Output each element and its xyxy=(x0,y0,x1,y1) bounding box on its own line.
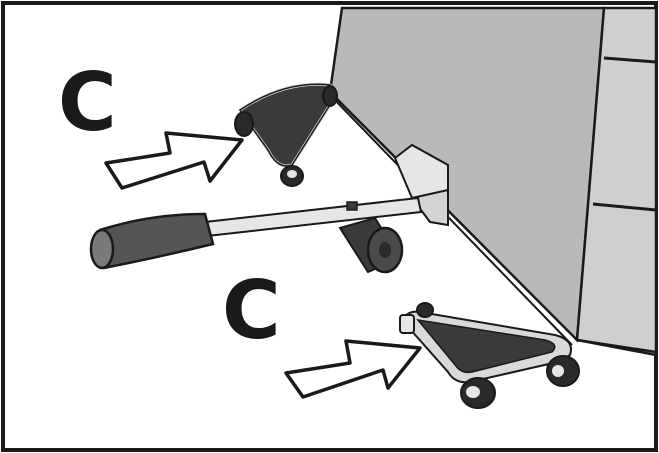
caster-wheel-icon xyxy=(322,85,338,107)
caster-wheel-icon xyxy=(280,165,304,187)
caster-wheel-icon xyxy=(546,355,580,387)
lever-roller-wheel xyxy=(338,216,404,274)
outlined-right-arrow-icon xyxy=(284,339,422,399)
caster-wheel-icon xyxy=(416,302,434,318)
drawer-line-1 xyxy=(603,56,657,64)
drawer-line-2 xyxy=(592,202,657,212)
step-label-top: C xyxy=(58,56,117,149)
outlined-right-arrow-icon xyxy=(104,131,244,190)
dolly-bottom xyxy=(399,302,580,409)
lever-bracket xyxy=(393,143,449,227)
floor-edge xyxy=(329,94,573,346)
caster-wheel-icon xyxy=(234,111,254,137)
cabinet-front-panel xyxy=(575,6,658,357)
step-label-bottom: C xyxy=(222,264,281,357)
dolly-top xyxy=(234,82,338,187)
caster-wheel-icon xyxy=(460,377,496,409)
cabinet xyxy=(328,6,658,357)
cabinet-base-edge xyxy=(576,338,657,354)
lever-handle xyxy=(89,212,215,270)
